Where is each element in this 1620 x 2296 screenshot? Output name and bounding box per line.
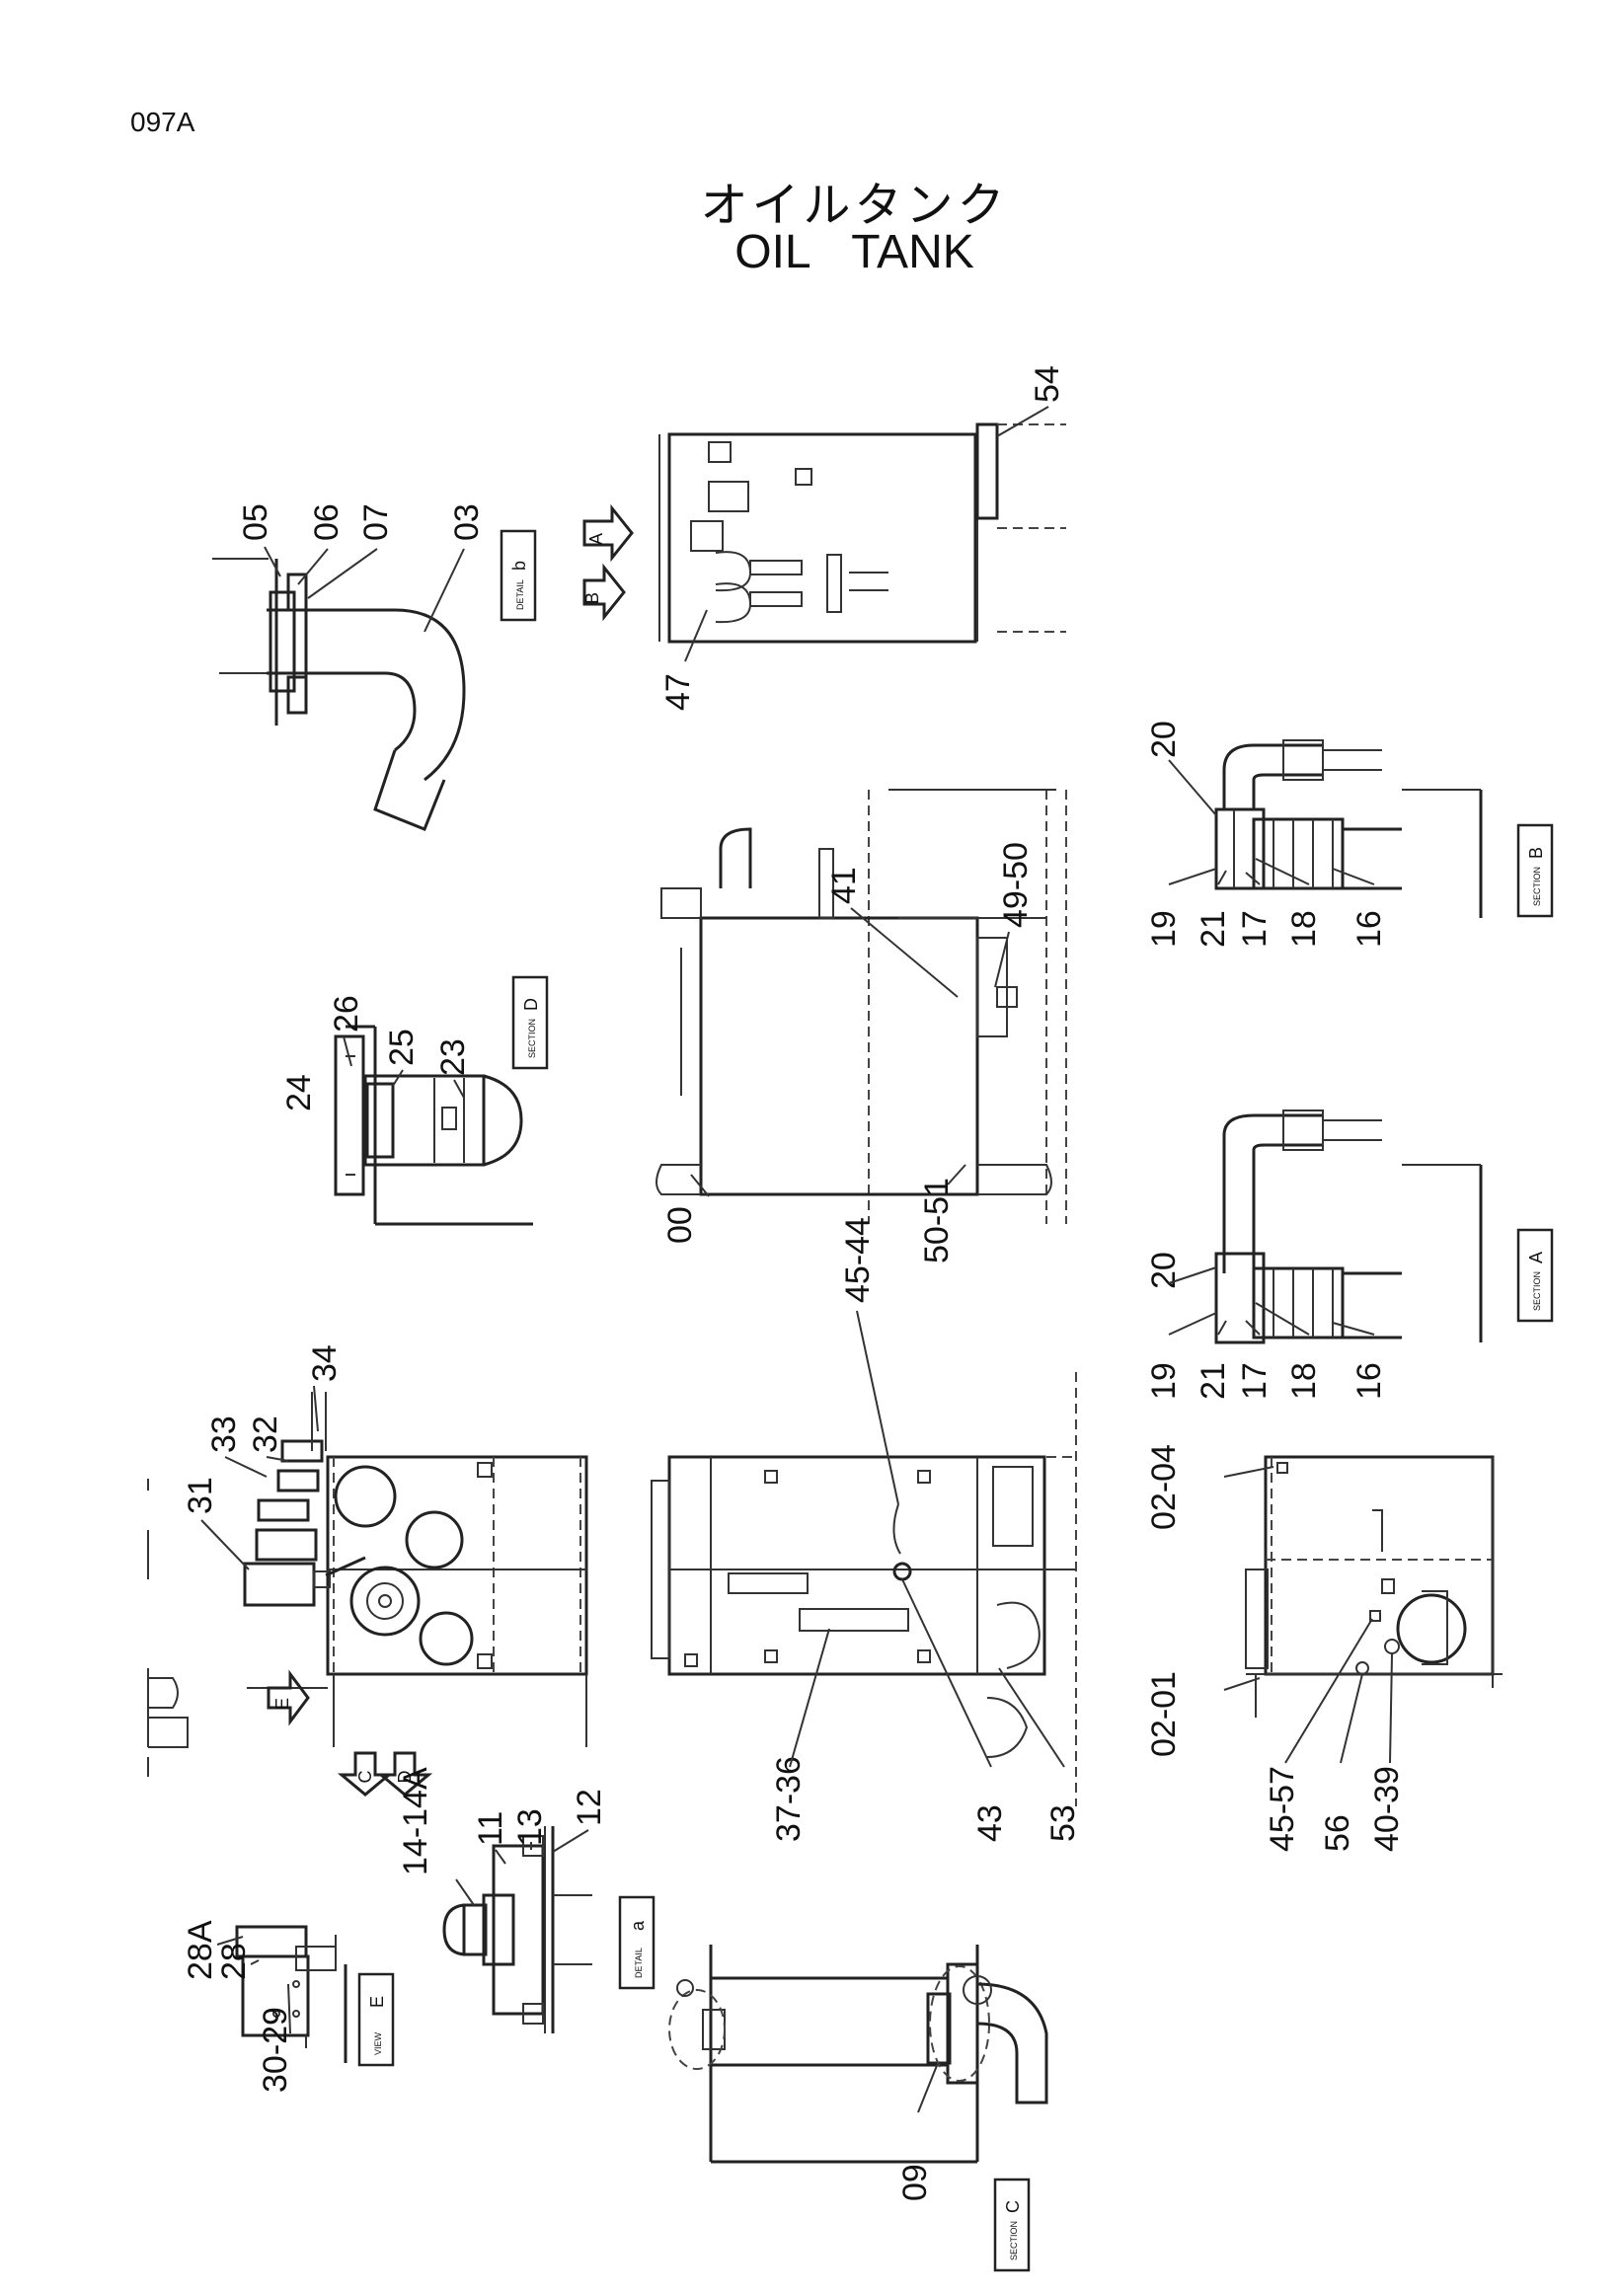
view-arrow-e: E [267,1669,310,1726]
part-label-12: 12 [571,1789,608,1826]
svg-text:A: A [1526,1252,1546,1263]
title-english: OIL TANK [734,226,974,278]
part-label-06: 06 [308,503,346,541]
part-label-45-44: 45-44 [839,1217,877,1303]
view-arrow-d: D [376,1751,433,1797]
part-label-28: 28 [215,1943,253,1980]
part-label-02-01: 02-01 [1145,1671,1183,1757]
section-a-label-16: 16 [1350,1362,1388,1400]
svg-text:D: D [395,1771,415,1784]
section-d-drawing [334,1025,533,1226]
section-b-label-18: 18 [1285,910,1323,948]
part-label-23: 23 [434,1038,472,1076]
section-b-label-16: 16 [1350,910,1388,948]
section-b-label-21: 21 [1195,910,1232,948]
part-label-26: 26 [328,995,365,1033]
tank-side-view-left [147,1392,588,1777]
section-a-label-18: 18 [1285,1362,1323,1400]
part-label-54: 54 [1029,365,1066,403]
part-label-49-50: 49-50 [997,842,1035,928]
part-label-32: 32 [247,1416,284,1453]
detail-b-tag: DETAIL b [500,529,537,622]
part-label-43: 43 [971,1804,1009,1842]
view-e-tag: VIEW E [357,1972,395,2067]
view-arrow-a: A [582,503,634,563]
part-label-11: 11 [472,1811,509,1846]
svg-text:B: B [582,592,602,604]
svg-text:DETAIL: DETAIL [634,1948,644,1978]
svg-text:DETAIL: DETAIL [515,579,525,610]
section-b-label-17: 17 [1236,910,1273,948]
part-label-25: 25 [383,1029,421,1066]
svg-text:b: b [509,561,529,571]
part-label-07: 07 [357,503,395,541]
part-label-34: 34 [306,1344,344,1382]
svg-text:D: D [521,998,541,1011]
part-label-40-39: 40-39 [1368,1766,1406,1852]
section-a-label-21: 21 [1195,1362,1232,1400]
part-label-30-29: 30-29 [257,2007,294,2093]
part-label-09: 09 [896,2164,934,2201]
section-a-label-19: 19 [1145,1362,1183,1400]
svg-text:C: C [1003,2200,1023,2213]
part-label-05: 05 [237,503,274,541]
tank-rear-view [651,1372,1077,1806]
part-label-41: 41 [825,867,863,904]
page-code: 097A [130,107,195,137]
tank-top-view [658,422,1066,644]
section-d-tag: SECTION D [511,975,549,1070]
svg-text:A: A [586,533,606,545]
section-c-drawing [668,1945,1048,2164]
svg-text:SECTION: SECTION [1532,1271,1542,1311]
section-a-label-17: 17 [1236,1362,1273,1400]
section-a-label-20: 20 [1145,1252,1183,1289]
part-label-50-51: 50-51 [918,1178,956,1263]
tank-front-view [656,789,1067,1224]
section-b-drawing [1214,739,1483,918]
svg-text:VIEW: VIEW [373,2031,383,2055]
part-label-53: 53 [1044,1804,1082,1842]
part-label-37-36: 37-36 [770,1756,808,1842]
part-label-03: 03 [448,503,486,541]
part-label-00: 00 [661,1206,699,1244]
svg-text:E: E [272,1698,292,1710]
view-arrow-c: C [337,1751,394,1797]
title-japanese: オイルタンク [700,178,1009,233]
svg-text:SECTION: SECTION [1009,2221,1019,2260]
svg-text:SECTION: SECTION [527,1019,537,1058]
section-b-tag: SECTION B [1516,823,1554,918]
tank-right-view [1245,1455,1503,1718]
part-label-45-57: 45-57 [1264,1766,1301,1852]
section-c-tag: SECTION C [993,2178,1031,2272]
part-label-24: 24 [280,1074,318,1111]
section-a-tag: SECTION A [1516,1228,1554,1323]
part-label-56: 56 [1319,1814,1356,1852]
svg-text:B: B [1526,847,1546,859]
part-label-02-04: 02-04 [1145,1444,1183,1530]
part-label-13: 13 [511,1808,549,1846]
part-label-28A: 28A [182,1920,219,1980]
part-label-33: 33 [205,1416,243,1453]
section-b-label-20: 20 [1145,721,1183,758]
detail-b-drawing [212,558,466,831]
view-e-drawing [235,1925,347,2063]
detail-a-tag: DETAIL a [618,1895,656,1990]
svg-text:SECTION: SECTION [1532,867,1542,906]
detail-a-drawing [442,1826,592,2033]
svg-text:C: C [355,1771,375,1784]
view-arrow-b: B [582,563,626,622]
part-label-14-14A: 14-14A [397,1767,434,1875]
svg-text:E: E [367,1996,387,2008]
part-label-47: 47 [659,673,697,711]
section-b-label-19: 19 [1145,910,1183,948]
svg-text:a: a [628,1920,648,1931]
section-a-drawing [1214,1110,1483,1344]
part-label-31: 31 [182,1477,219,1514]
